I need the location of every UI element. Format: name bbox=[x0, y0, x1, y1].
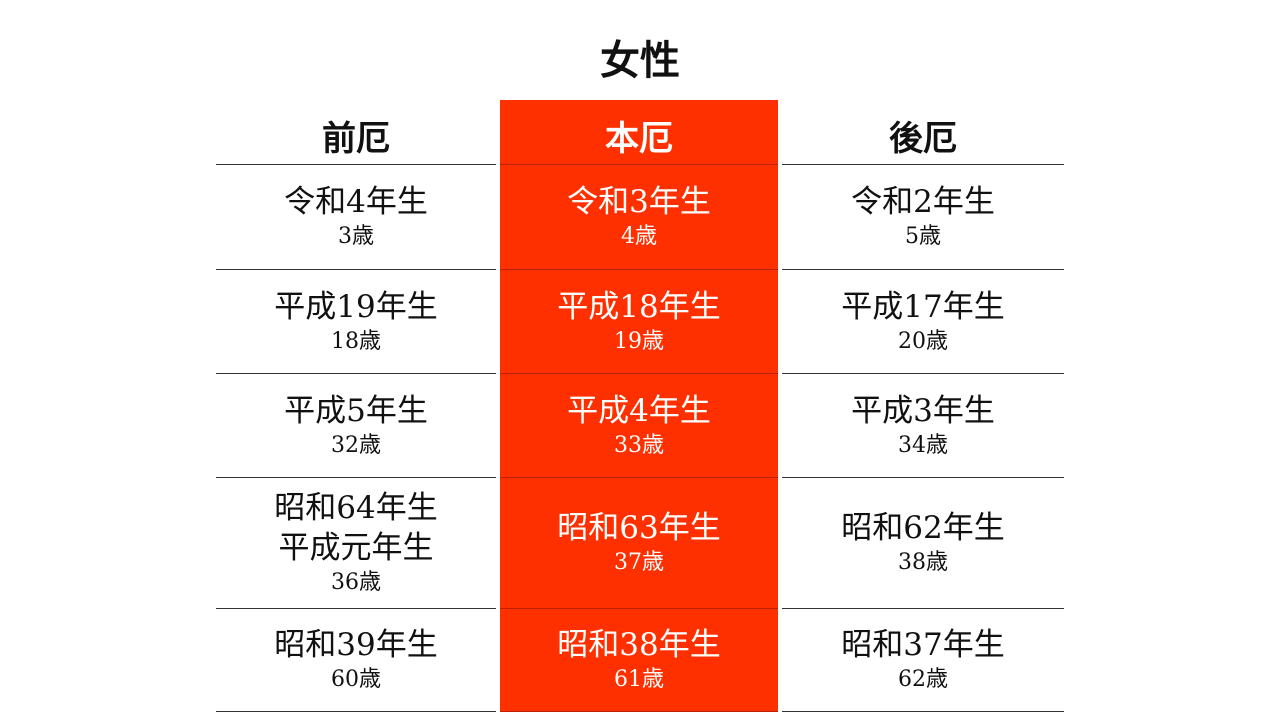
birth-year: 令和2年生 bbox=[851, 184, 995, 220]
table-cell: 平成4年生 33歳 bbox=[500, 374, 778, 478]
table-cell: 平成17年生 20歳 bbox=[782, 270, 1064, 374]
age-label: 38歳 bbox=[898, 550, 948, 575]
page-title: 女性 bbox=[600, 38, 680, 84]
table-cell: 昭和62年生 38歳 bbox=[782, 478, 1064, 609]
table-cell: 昭和39年生 60歳 bbox=[216, 609, 496, 712]
table-cell: 令和3年生 4歳 bbox=[500, 165, 778, 270]
birth-year: 平成4年生 bbox=[567, 392, 711, 429]
table-cell: 平成3年生 34歳 bbox=[782, 374, 1064, 478]
birth-year: 平成18年生 bbox=[557, 288, 721, 325]
age-label: 34歳 bbox=[898, 432, 948, 458]
column-honyaku: 本厄 令和3年生 4歳 平成18年生 19歳 平成4年生 33歳 昭和63年生 … bbox=[500, 100, 778, 712]
table-cell: 平成19年生 18歳 bbox=[216, 270, 496, 374]
birth-year: 令和3年生 bbox=[567, 184, 711, 220]
age-label: 37歳 bbox=[614, 550, 664, 575]
table-cell: 平成5年生 32歳 bbox=[216, 374, 496, 478]
birth-year: 令和4年生 bbox=[284, 184, 428, 220]
birth-year: 平成17年生 bbox=[841, 288, 1005, 325]
table-cell: 昭和38年生 61歳 bbox=[500, 609, 778, 712]
table-cell: 令和4年生 3歳 bbox=[216, 165, 496, 270]
age-label: 3歳 bbox=[338, 224, 374, 249]
birth-year: 昭和63年生 bbox=[557, 510, 721, 546]
table-cell: 昭和63年生 37歳 bbox=[500, 478, 778, 609]
age-label: 61歳 bbox=[614, 667, 664, 692]
table-cell: 昭和64年生 平成元年生 36歳 bbox=[216, 478, 496, 609]
table-cell: 昭和37年生 62歳 bbox=[782, 609, 1064, 712]
column-atoyaku: 後厄 令和2年生 5歳 平成17年生 20歳 平成3年生 34歳 昭和62年生 … bbox=[782, 100, 1064, 712]
column-header: 前厄 bbox=[216, 100, 496, 165]
birth-year: 平成5年生 bbox=[284, 392, 428, 429]
table-cell: 平成18年生 19歳 bbox=[500, 270, 778, 374]
birth-year: 平成3年生 bbox=[851, 392, 995, 429]
age-label: 20歳 bbox=[898, 328, 948, 354]
age-label: 5歳 bbox=[905, 224, 941, 249]
column-header: 本厄 bbox=[500, 100, 778, 165]
age-label: 60歳 bbox=[331, 667, 381, 692]
birth-year: 昭和62年生 bbox=[841, 510, 1005, 546]
table-cell: 令和2年生 5歳 bbox=[782, 165, 1064, 270]
birth-year: 平成19年生 bbox=[274, 288, 438, 325]
birth-year: 昭和38年生 bbox=[557, 627, 721, 663]
age-label: 4歳 bbox=[621, 224, 657, 249]
age-label: 18歳 bbox=[331, 328, 381, 354]
age-label: 19歳 bbox=[614, 328, 664, 354]
birth-year: 昭和64年生 bbox=[274, 490, 438, 526]
birth-year: 昭和39年生 bbox=[274, 627, 438, 663]
birth-year: 昭和37年生 bbox=[841, 627, 1005, 663]
age-label: 32歳 bbox=[331, 432, 381, 458]
age-label: 36歳 bbox=[331, 570, 381, 595]
column-maeyaku: 前厄 令和4年生 3歳 平成19年生 18歳 平成5年生 32歳 昭和64年生 … bbox=[216, 100, 496, 712]
column-header: 後厄 bbox=[782, 100, 1064, 165]
age-label: 62歳 bbox=[898, 667, 948, 692]
age-label: 33歳 bbox=[614, 432, 664, 458]
birth-year-alt: 平成元年生 bbox=[278, 530, 434, 566]
